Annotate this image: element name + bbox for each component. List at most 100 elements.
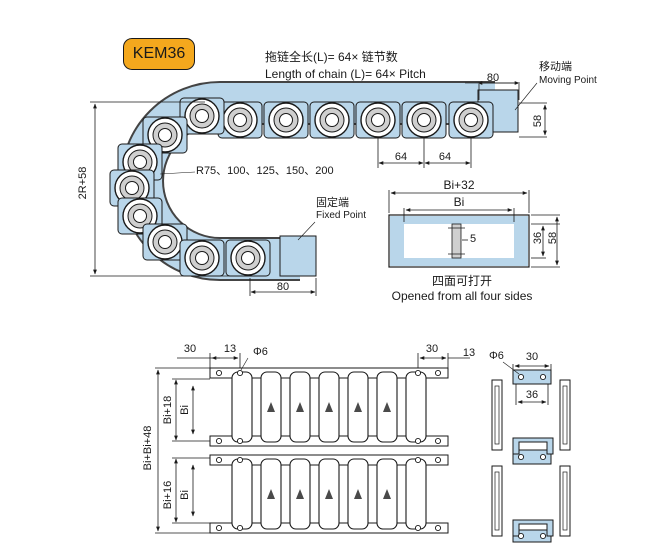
bracket-dim-36: 36 bbox=[525, 389, 539, 401]
chain-link-11-hub bbox=[133, 209, 147, 223]
upper-chain-hole-6 bbox=[236, 437, 244, 445]
upper-chain-logo-4 bbox=[354, 402, 362, 412]
bracket-hole-1 bbox=[517, 373, 525, 381]
dim-36: 36 bbox=[532, 231, 544, 245]
chain-link-7-hub bbox=[195, 109, 209, 123]
cross-divider bbox=[451, 223, 462, 259]
lower-outer-bi16: Bi+16 bbox=[162, 480, 174, 510]
bracket-left-bar-lower-slot bbox=[494, 471, 500, 531]
lower-chain-hole-7 bbox=[414, 524, 422, 532]
chain-link-5-hub bbox=[279, 113, 293, 127]
bracket-right-bar-upper-slot bbox=[562, 385, 568, 445]
width-outer-bi32: Bi+32 bbox=[443, 178, 475, 192]
bracket-hole-5 bbox=[517, 532, 525, 540]
chain-link-1-hub bbox=[464, 113, 478, 127]
height-label-2r58: 2R+58 bbox=[77, 166, 89, 200]
bracket-bottom-clip bbox=[512, 519, 554, 537]
chain-link-9-hub bbox=[133, 155, 147, 169]
bracket-mid-upper-clip bbox=[512, 437, 554, 455]
lower-chain-logo-3 bbox=[325, 489, 333, 499]
hole-left-phi6: Φ6 bbox=[253, 346, 268, 358]
bracket-hole-phi6: Φ6 bbox=[489, 350, 504, 362]
dim-13-right: 13 bbox=[462, 347, 476, 359]
dim-13-left: 13 bbox=[223, 343, 237, 355]
cross-bottom-bar bbox=[404, 258, 514, 266]
upper-chain-hole-2 bbox=[236, 369, 244, 377]
lower-chain-hole-6 bbox=[236, 524, 244, 532]
chain-link-10-hub bbox=[125, 181, 139, 195]
lower-inner-bi: Bi bbox=[179, 490, 191, 500]
lower-chain-logo-2 bbox=[296, 489, 304, 499]
bracket-left-bar-upper-slot bbox=[494, 385, 500, 445]
dim-moving-end-80: 80 bbox=[486, 72, 500, 84]
lower-chain-logo-5 bbox=[383, 489, 391, 499]
lower-chain-logo-4 bbox=[354, 489, 362, 499]
fixed-point-leader bbox=[297, 221, 316, 241]
bracket-hole-6 bbox=[539, 532, 547, 540]
moving-point-en: Moving Point bbox=[539, 75, 597, 86]
upper-chain-logo-5 bbox=[383, 402, 391, 412]
radius-options: R75、100、125、150、200 bbox=[196, 165, 334, 177]
fixed-end-bracket bbox=[279, 235, 317, 277]
lower-chain-logo-1 bbox=[267, 489, 275, 499]
chain-length-cn: 拖链全长(L)= 64× 链节数 bbox=[265, 50, 398, 64]
bracket-right-bar-lower-slot bbox=[562, 471, 568, 531]
bracket-top-plate bbox=[512, 369, 552, 385]
chain-link-8-hub bbox=[158, 128, 172, 142]
chain-side-view bbox=[90, 81, 547, 296]
dim-30-left: 30 bbox=[183, 343, 197, 355]
model-badge: KEM36 bbox=[123, 38, 195, 70]
dim-5: 5 bbox=[470, 233, 477, 245]
moving-point-cn: 移动端 bbox=[539, 61, 572, 73]
cross-top-bar bbox=[404, 216, 514, 224]
chain-link-3-hub bbox=[371, 113, 385, 127]
lower-chain-link-7 bbox=[405, 458, 427, 530]
bracket-middle-plate bbox=[512, 449, 552, 465]
fixed-point-cn: 固定端 bbox=[316, 197, 349, 209]
bracket-hole-3 bbox=[517, 453, 525, 461]
lower-chain-hole-3 bbox=[414, 456, 422, 464]
upper-chain-hole-1 bbox=[215, 369, 223, 377]
lower-chain-hole-2 bbox=[236, 456, 244, 464]
upper-outer-bi18: Bi+18 bbox=[162, 395, 174, 425]
mount-top-view bbox=[155, 353, 470, 534]
lower-chain-link-1 bbox=[231, 458, 253, 530]
bracket-hole-2 bbox=[539, 373, 547, 381]
chain-link-12-hub bbox=[158, 235, 172, 249]
moving-point-leader bbox=[514, 82, 538, 111]
upper-inner-bi: Bi bbox=[179, 405, 191, 415]
upper-chain-link-1 bbox=[231, 371, 253, 443]
chain-link-14-hub bbox=[241, 251, 255, 265]
lower-chain-hole-4 bbox=[434, 456, 442, 464]
upper-chain-logo-3 bbox=[325, 402, 333, 412]
width-inner-bi: Bi bbox=[453, 195, 465, 209]
dim-58: 58 bbox=[547, 231, 559, 245]
upper-chain-hole-4 bbox=[434, 369, 442, 377]
pitch-a-64: 64 bbox=[394, 151, 408, 163]
caption-cn: 四面可打开 bbox=[431, 274, 493, 288]
upper-chain-hole-8 bbox=[434, 437, 442, 445]
bracket-detail-view bbox=[491, 361, 571, 543]
dim-30-right: 30 bbox=[425, 343, 439, 355]
phi6-left-leader bbox=[240, 357, 249, 371]
chain-link-2-hub bbox=[417, 113, 431, 127]
upper-chain-hole-5 bbox=[215, 437, 223, 445]
bracket-dim-30: 30 bbox=[525, 351, 539, 363]
cross-right-wall bbox=[514, 216, 528, 266]
lower-chain-hole-1 bbox=[215, 456, 223, 464]
bracket-hole-4 bbox=[539, 453, 547, 461]
upper-chain-logo-2 bbox=[296, 402, 304, 412]
radius-leader bbox=[159, 171, 196, 175]
total-height-bi-bi-48: Bi+Bi+48 bbox=[142, 425, 154, 471]
upper-chain-hole-7 bbox=[414, 437, 422, 445]
chain-length-en: Length of chain (L)= 64× Pitch bbox=[265, 67, 426, 81]
lower-chain-hole-5 bbox=[215, 524, 223, 532]
upper-chain-logo-1 bbox=[267, 402, 275, 412]
upper-chain-hole-3 bbox=[414, 369, 422, 377]
dim-fixed-end-80: 80 bbox=[276, 281, 290, 293]
chain-link-13-hub bbox=[195, 251, 209, 265]
cross-section-view bbox=[388, 190, 560, 268]
chain-link-4-hub bbox=[325, 113, 339, 127]
